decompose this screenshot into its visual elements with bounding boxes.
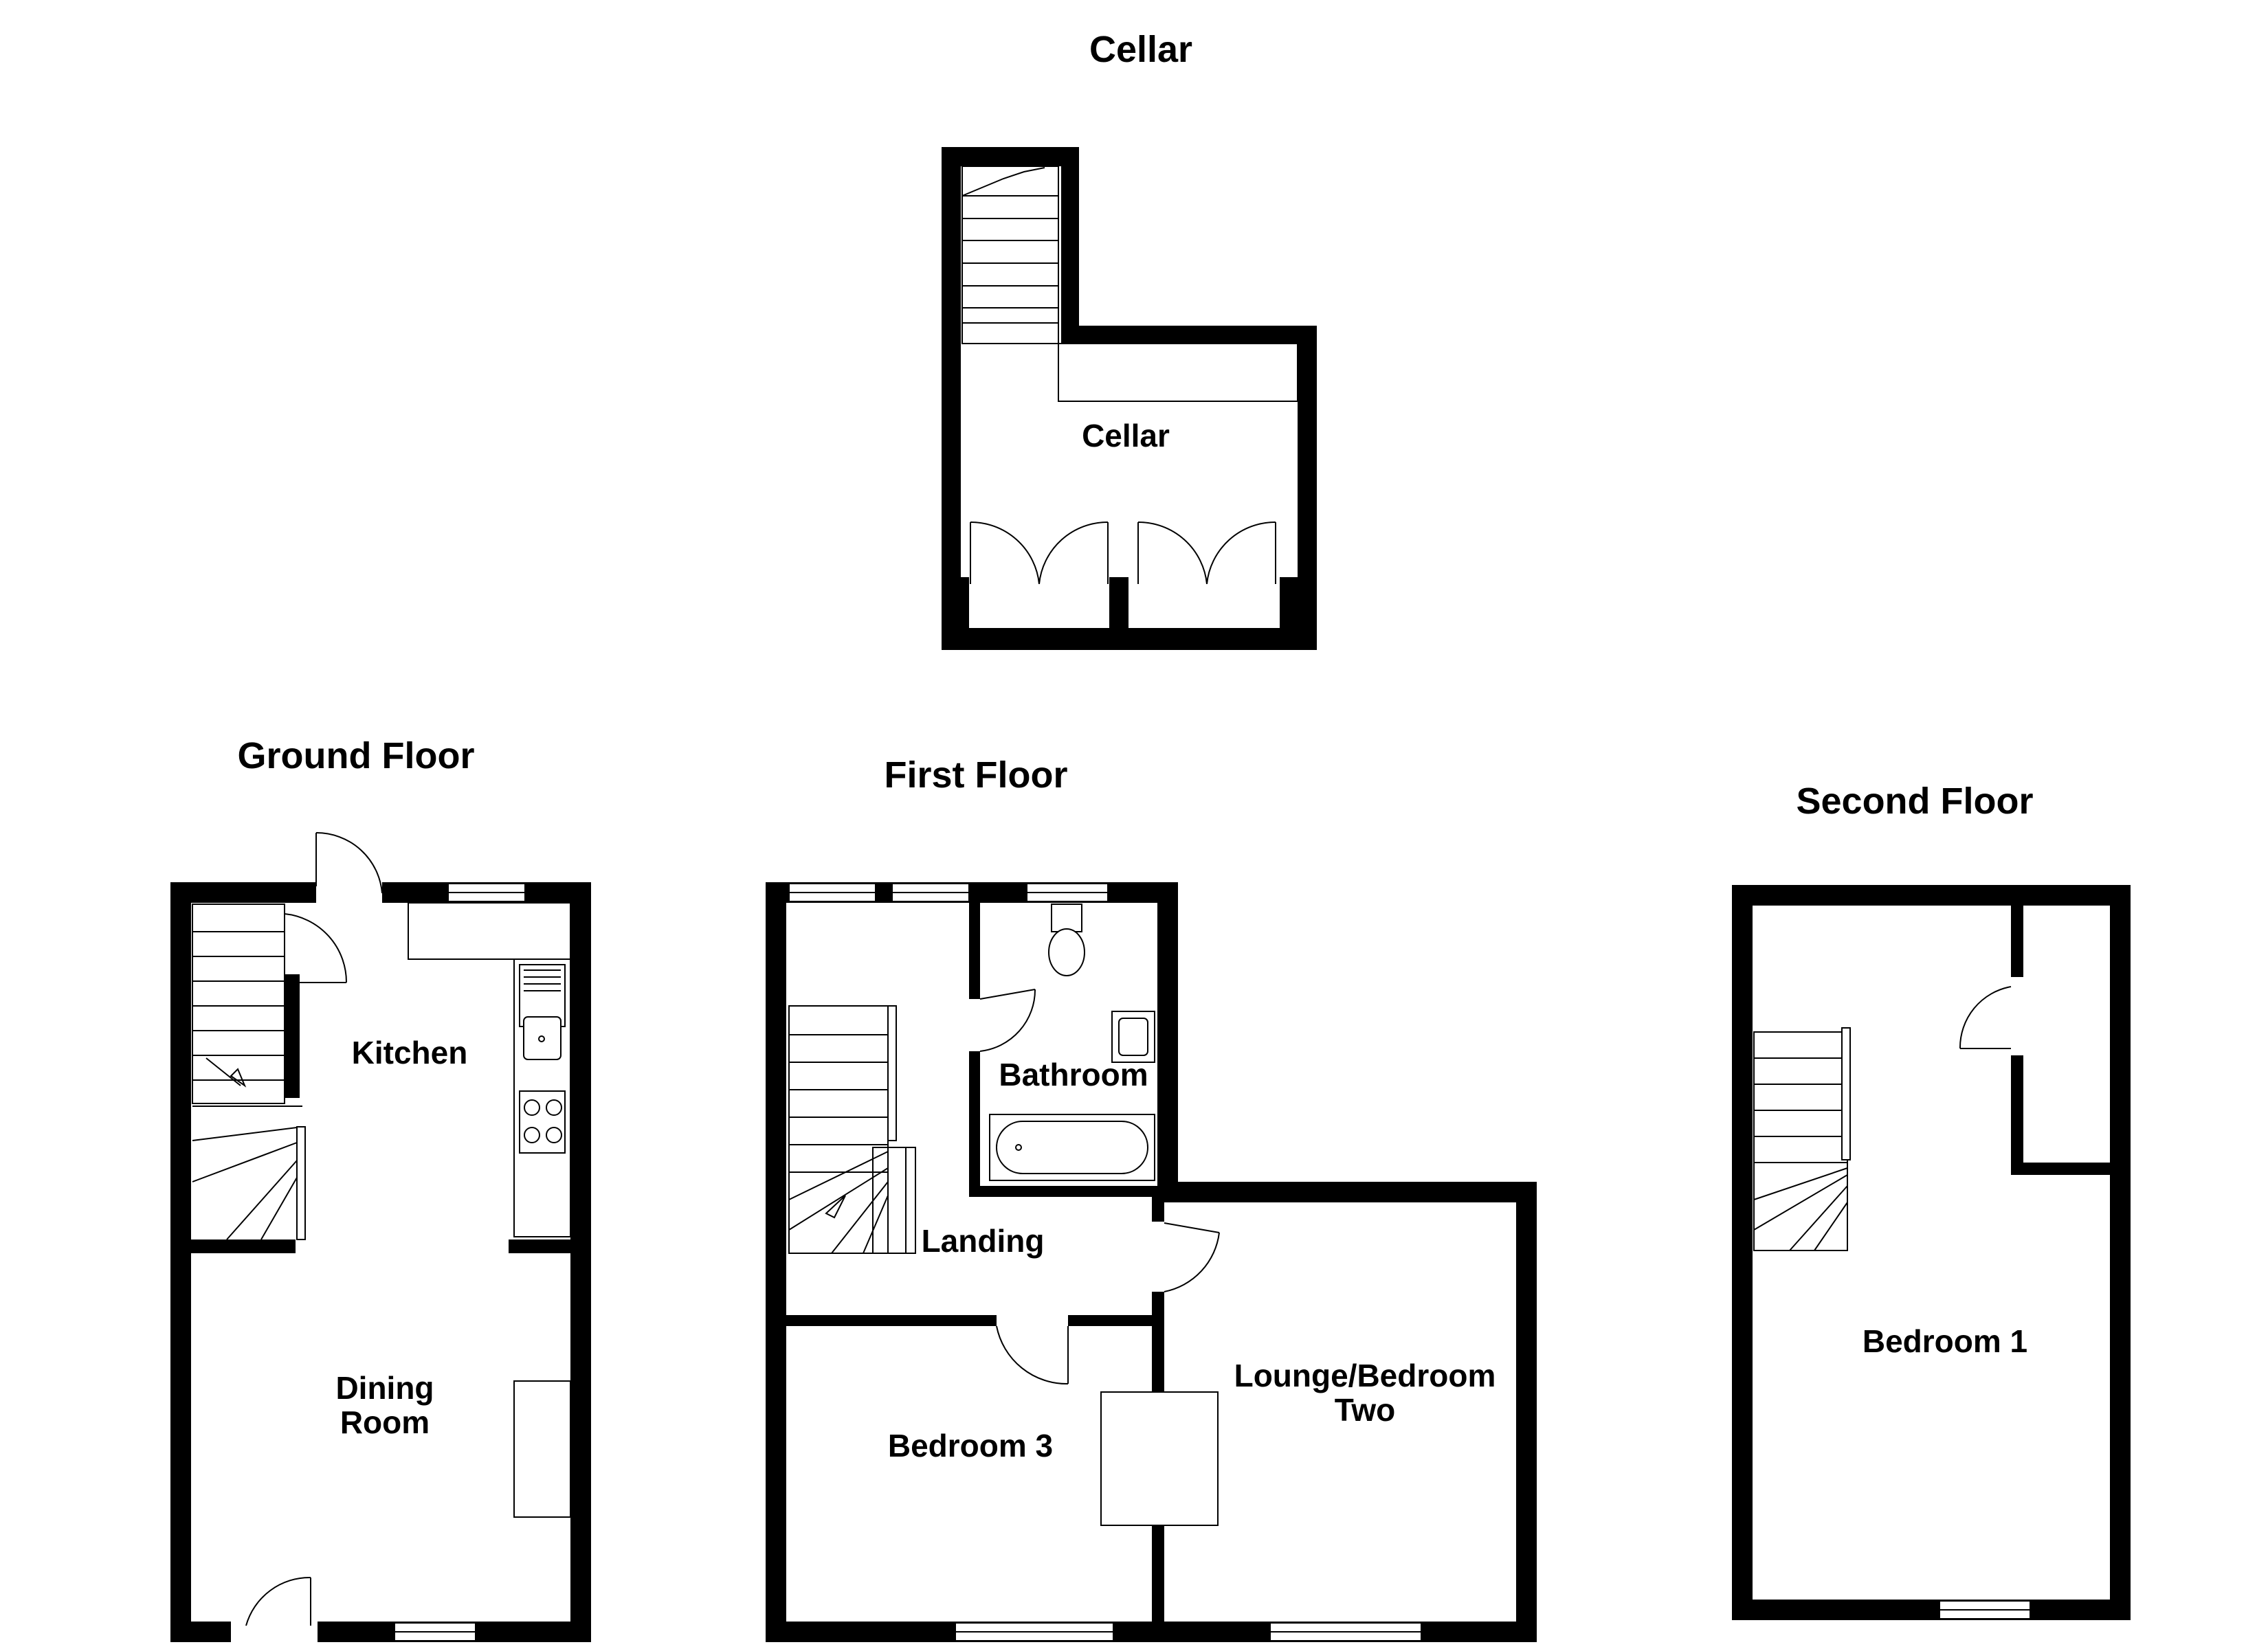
under-stairs-door <box>284 913 348 983</box>
lounge-label-line1: Lounge/Bedroom <box>1234 1358 1496 1393</box>
second-floor-window <box>1939 1600 2031 1619</box>
cellar-shelf <box>1058 343 1298 402</box>
back-door <box>245 1576 311 1626</box>
bath-icon <box>989 1114 1155 1181</box>
second-floor-walls <box>1732 885 2131 1620</box>
dining-room-label-line2: Room <box>340 1404 430 1440</box>
second-floor-stairs <box>1753 1027 1851 1251</box>
toilet-icon <box>1048 904 1085 976</box>
cellar-cupboard-doors <box>970 521 1276 585</box>
cellar-stairs <box>961 166 1298 344</box>
ground-stairs <box>192 904 306 1240</box>
bedroom3-label: Bedroom 3 <box>888 1428 1053 1463</box>
first-floor-title: First Floor <box>885 754 1068 796</box>
second-floor-title: Second Floor <box>1796 781 2033 822</box>
first-floor-walls <box>766 882 1537 1642</box>
front-door-top <box>315 831 383 894</box>
first-floor-plan: First Floor <box>766 754 1537 1642</box>
bedroom3-door <box>996 1325 1069 1385</box>
ground-floor-title: Ground Floor <box>238 735 475 776</box>
kitchen-label: Kitchen <box>352 1035 468 1070</box>
bathroom-door <box>979 989 1036 1052</box>
cupboard-door <box>1959 986 2012 1049</box>
cellar-walls <box>942 147 1317 650</box>
cellar-room-label: Cellar <box>1082 418 1170 453</box>
bedroom1-label: Bedroom 1 <box>1863 1323 2027 1359</box>
lounge-door <box>1164 1222 1220 1292</box>
landing-label: Landing <box>922 1223 1045 1259</box>
lounge-label-line2: Two <box>1335 1392 1396 1428</box>
second-floor-plan: Second Floor Bedroom 1 <box>1732 781 2131 1620</box>
dining-room-label-line1: Dining <box>335 1370 434 1406</box>
ground-floor-walls <box>170 882 591 1642</box>
ground-floor-windows <box>394 883 526 1641</box>
hob-icon <box>519 1090 566 1154</box>
bathroom-label: Bathroom <box>999 1057 1148 1092</box>
first-floor-chimney-breast <box>1100 1391 1219 1526</box>
ground-floor-plan: Ground Floor <box>170 735 591 1642</box>
first-floor-stairs <box>788 1005 916 1254</box>
sink-icon <box>519 964 566 1060</box>
cellar-title: Cellar <box>1089 29 1192 70</box>
basin-icon <box>1111 1011 1155 1063</box>
cellar-plan: Cellar Cellar <box>942 29 1317 650</box>
first-floor-windows <box>788 883 1422 1641</box>
chimney-breast <box>513 1380 571 1518</box>
